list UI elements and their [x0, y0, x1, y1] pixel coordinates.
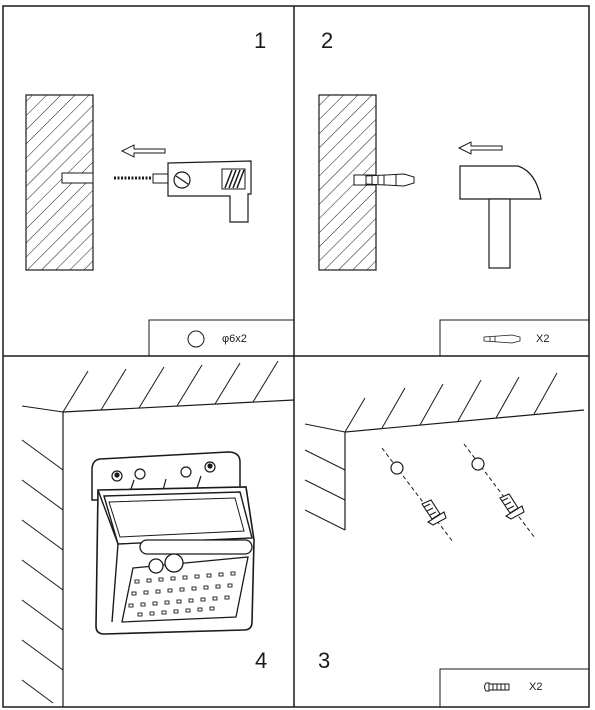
step-number-4: 4	[255, 648, 268, 673]
screw-icon	[499, 493, 525, 520]
legend-box	[148, 319, 294, 356]
step2-legend-label: X2	[536, 333, 550, 345]
screw-head-icon	[207, 463, 213, 469]
wall-anchor-icon	[365, 173, 415, 187]
step3-illustration	[304, 372, 589, 707]
drill-icon	[167, 160, 252, 223]
direction-arrow-icon	[120, 144, 166, 158]
legend-box	[439, 668, 589, 707]
screw-icon	[484, 682, 510, 692]
drill-hole-icon	[390, 461, 404, 475]
step3-legend-label: X2	[529, 681, 543, 693]
screw-icon	[421, 499, 447, 526]
drill-hole-icon	[471, 457, 485, 471]
hammer-icon	[459, 165, 542, 269]
panel-grid	[2, 5, 590, 708]
step-number-1: 1	[254, 28, 267, 53]
bracket-holes	[111, 461, 216, 482]
direction-arrow-icon	[457, 141, 503, 155]
drill-hole-icon	[187, 330, 205, 348]
drill-bit-icon	[114, 173, 170, 184]
step1-legend-label: φ6x2	[222, 333, 247, 345]
step-number-2: 2	[321, 28, 334, 53]
screw-head-icon	[114, 472, 120, 478]
legend-box	[439, 319, 589, 356]
led-array	[128, 571, 236, 617]
step-number-3: 3	[318, 648, 331, 673]
step4-illustration	[21, 360, 295, 707]
step2-illustration	[318, 94, 589, 356]
drill-hole	[61, 172, 94, 184]
wall-anchor-icon	[483, 334, 521, 344]
step1-illustration	[25, 94, 294, 356]
